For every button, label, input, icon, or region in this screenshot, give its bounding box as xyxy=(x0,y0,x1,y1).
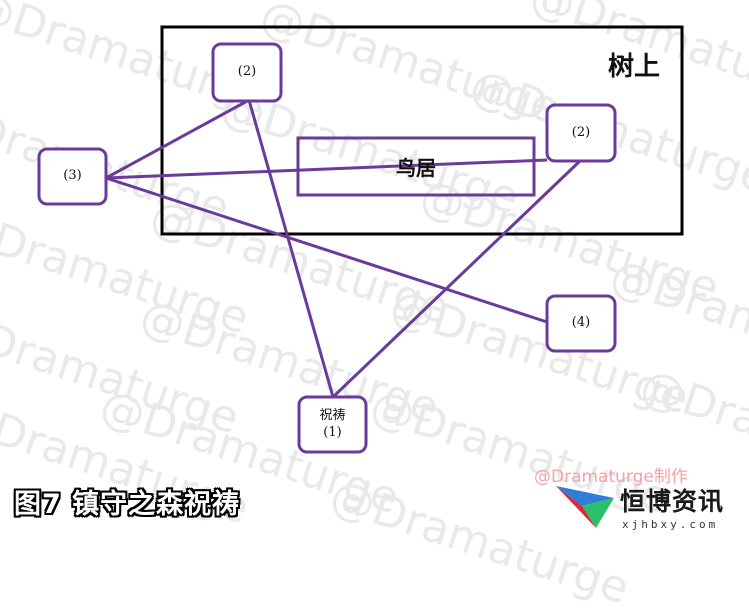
node-box-n2b xyxy=(545,103,617,163)
edge-n2b-n1 xyxy=(331,158,583,399)
edge-n3-n4 xyxy=(105,176,548,324)
torii-box xyxy=(296,136,536,197)
node-box-n3 xyxy=(37,147,108,206)
node-label-n4: (4) xyxy=(571,315,591,331)
node-label-n2a: (2) xyxy=(237,64,257,80)
edge-n3-n2a xyxy=(105,98,250,180)
node-label-n1: 祝祷 (1) xyxy=(319,408,346,440)
diagram-canvas xyxy=(37,25,684,454)
node-label-n2b: (2) xyxy=(571,124,591,140)
torii-label: 鸟居 xyxy=(396,156,436,180)
node-box-n1 xyxy=(297,395,368,454)
brand-url: xjhbxy.com xyxy=(622,518,719,531)
figure-caption: 图7 镇守之森祝祷 xyxy=(14,489,241,520)
edge-n2a-n1 xyxy=(247,99,335,398)
site-watermark: @Dramaturge制作 xyxy=(534,467,688,487)
tree-region-frame xyxy=(160,25,684,236)
brand-name: 恒博资讯 xyxy=(620,487,725,516)
node-box-n2a xyxy=(211,42,283,103)
node-label-n3: (3) xyxy=(63,168,82,184)
node-group xyxy=(37,42,617,454)
region-label: 树上 xyxy=(608,52,661,82)
node-box-n4 xyxy=(545,294,617,353)
edge-group xyxy=(105,98,583,399)
edge-n3-n2b xyxy=(105,158,548,180)
colorful-arrow-logo-icon xyxy=(556,486,614,528)
